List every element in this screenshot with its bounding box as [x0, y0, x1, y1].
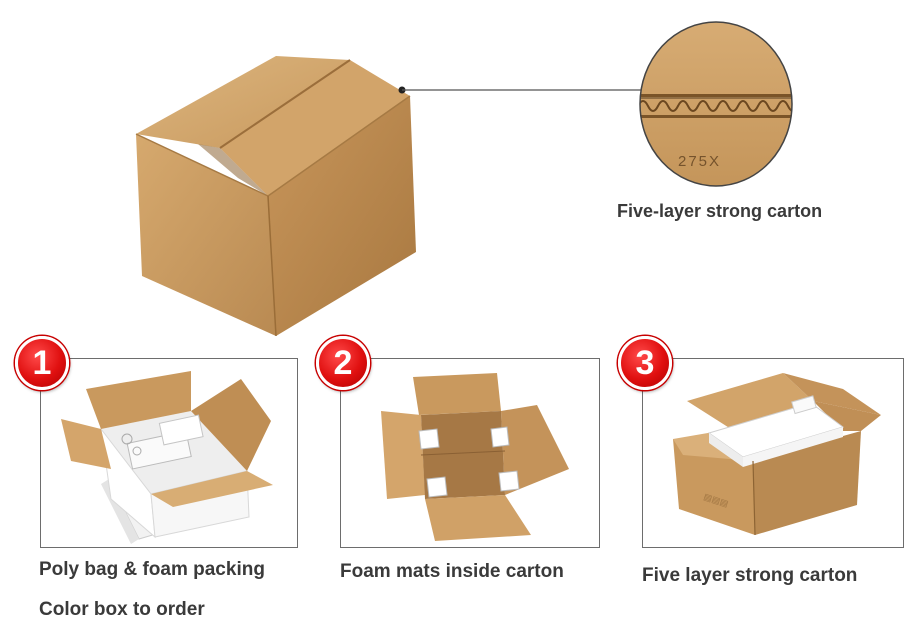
step-1-frame — [40, 358, 298, 548]
step-2-image — [381, 373, 569, 541]
step-1-badge: 1 — [15, 336, 69, 390]
step-3-frame: ▤▤▤ — [642, 358, 904, 548]
corrugation-zoom-circle: 275X — [638, 20, 794, 188]
step-1-image — [61, 371, 273, 544]
step-3-image: ▤▤▤ — [673, 373, 881, 536]
step-3-caption: Five layer strong carton — [642, 565, 858, 586]
step-1-caption-line-2: Color box to order — [39, 599, 205, 620]
step-2-caption: Foam mats inside carton — [340, 561, 564, 582]
zoom-stamp-text: 275X — [678, 153, 721, 170]
step-2-badge: 2 — [316, 336, 370, 390]
step-2-frame — [340, 358, 600, 548]
pointer-line — [398, 84, 648, 96]
step-1-caption-line-1: Poly bag & foam packing — [39, 559, 265, 580]
step-3-badge: 3 — [618, 336, 672, 390]
zoom-caption: Five-layer strong carton — [617, 201, 823, 221]
main-carton-image — [128, 48, 428, 340]
